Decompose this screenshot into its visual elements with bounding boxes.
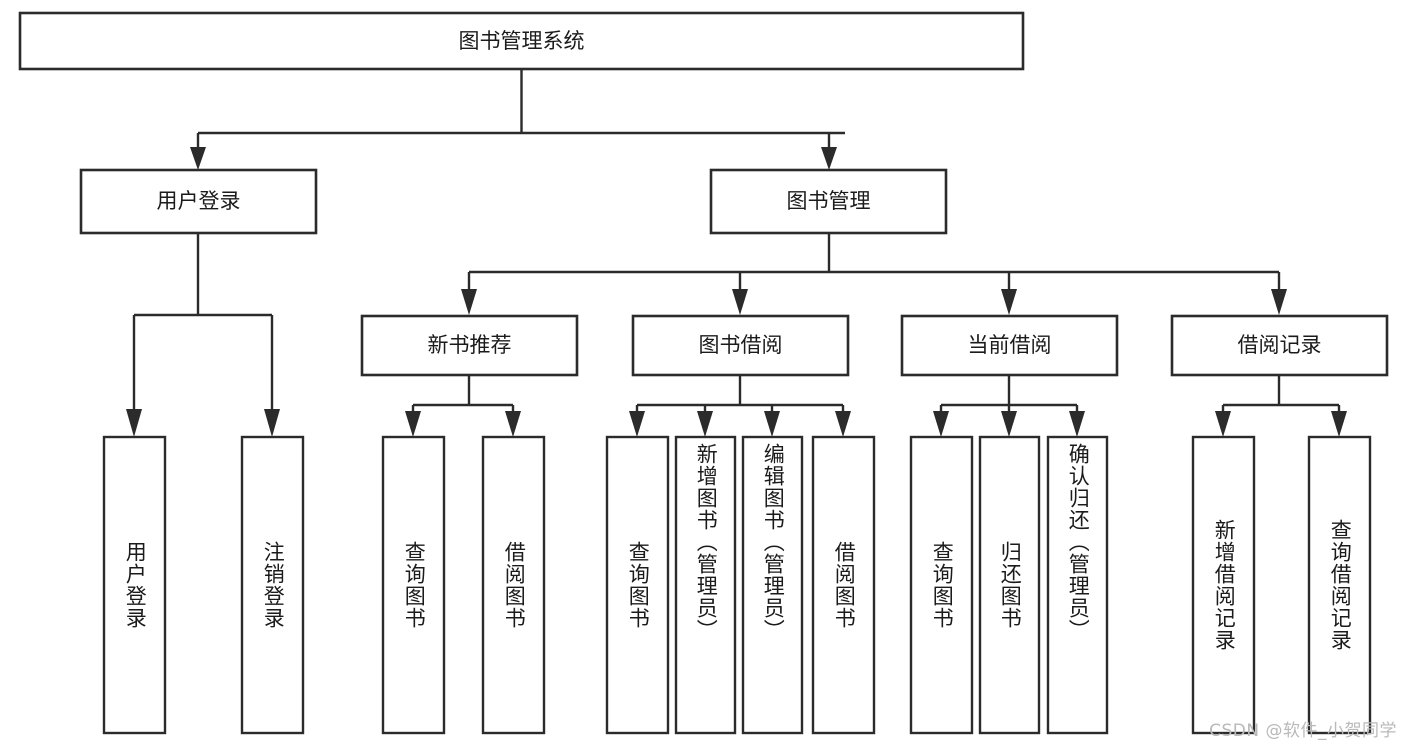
leaf-borrowrecord-add[interactable] (1191, 435, 1256, 735)
node-current-borrow[interactable]: 当前借阅 (900, 314, 1119, 377)
leaf-borrowrecord-query[interactable] (1307, 435, 1372, 735)
leaf-bookborrow-edit[interactable] (741, 435, 804, 735)
node-new-book-recommend-label: 新书推荐 (428, 333, 512, 357)
leaf-currentborrow-query[interactable] (909, 435, 974, 735)
node-borrow-record[interactable]: 借阅记录 (1170, 314, 1389, 377)
node-root-system[interactable]: 图书管理系统 (18, 11, 1025, 71)
leaf-currentborrow-confirm[interactable] (1046, 435, 1109, 735)
csdn-watermark: CSDN @软件_小贺同学 (1209, 721, 1397, 741)
node-user-login-label: 用户登录 (157, 189, 241, 213)
leaf-newbook-query[interactable] (381, 435, 446, 735)
node-book-borrow[interactable]: 图书借阅 (631, 314, 850, 377)
leaf-newbook-borrow[interactable] (481, 435, 546, 735)
leaf-bookborrow-borrow[interactable] (811, 435, 876, 735)
leaf-user-login-login[interactable] (102, 435, 167, 735)
leaf-bookborrow-add[interactable] (674, 435, 737, 735)
connector-root-to-level2 (190, 69, 845, 170)
connector-bookmgmt-to-level3 (461, 233, 1287, 315)
node-current-borrow-label: 当前借阅 (968, 333, 1052, 357)
node-new-book-recommend[interactable]: 新书推荐 (360, 314, 579, 377)
node-book-management-label: 图书管理 (787, 189, 871, 213)
node-user-login[interactable]: 用户登录 (79, 168, 318, 235)
node-root-system-label: 图书管理系统 (459, 29, 585, 53)
connector-bookborrow-to-leaves (629, 375, 851, 437)
connector-newbook-to-leaves (405, 375, 521, 437)
node-borrow-record-label: 借阅记录 (1238, 333, 1322, 357)
leaf-currentborrow-return[interactable] (978, 435, 1041, 735)
node-book-borrow-label: 图书借阅 (699, 333, 783, 357)
connector-borrowrecord-to-leaves (1215, 375, 1347, 437)
leaf-bookborrow-query[interactable] (605, 435, 670, 735)
connector-currentborrow-to-leaves (933, 375, 1085, 437)
connector-userlogin-to-leaves (126, 233, 280, 437)
leaf-user-login-logout[interactable] (240, 435, 305, 735)
node-book-management[interactable]: 图书管理 (709, 168, 948, 235)
